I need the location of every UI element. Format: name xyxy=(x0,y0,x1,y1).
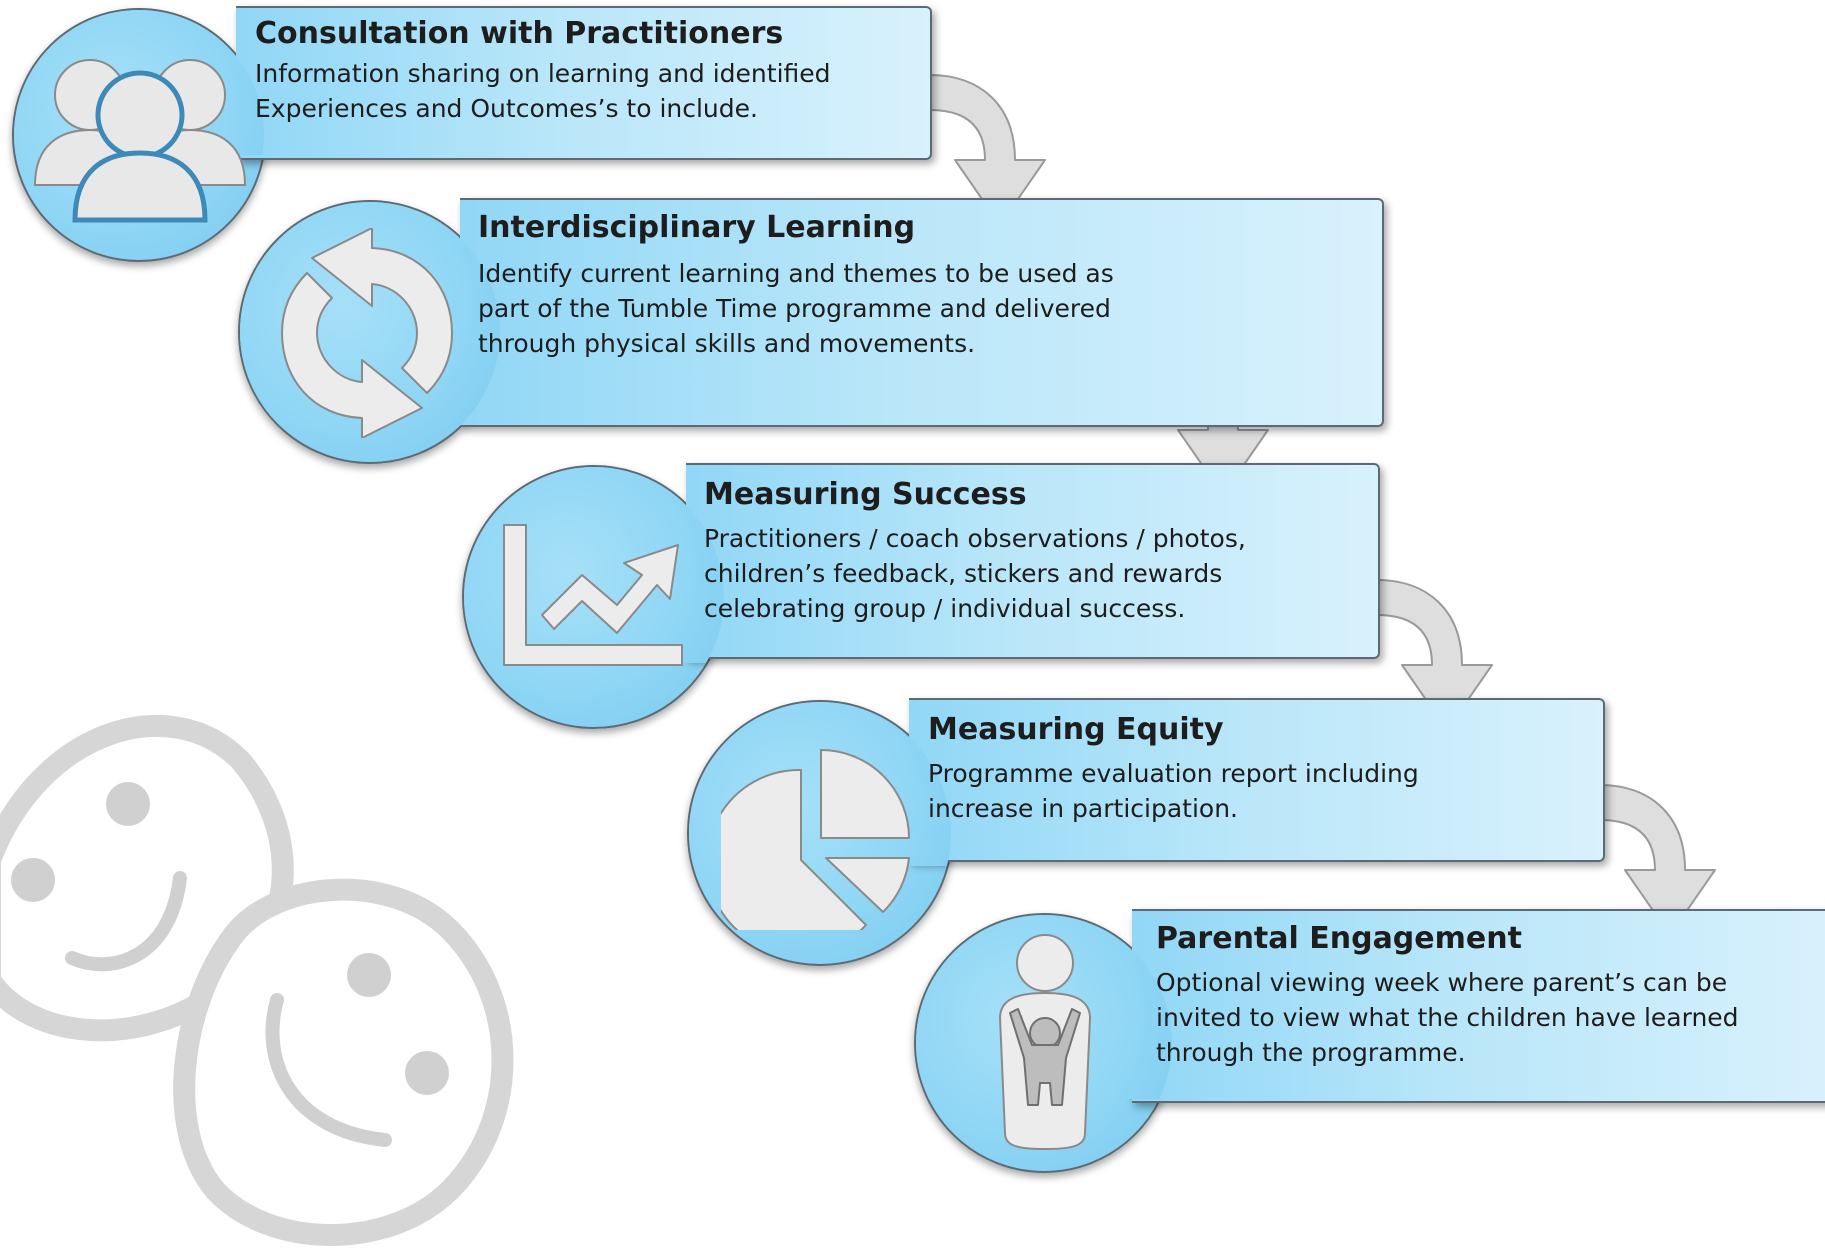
step-box xyxy=(909,698,1605,862)
step-measuring-equity: Measuring Equity Programme evaluation re… xyxy=(683,690,1623,980)
people-icon xyxy=(33,59,247,223)
step-description: Programme evaluation report including in… xyxy=(928,759,1419,823)
step-description: Practitioners / coach observations / pho… xyxy=(704,524,1246,623)
pie-chart-icon xyxy=(721,749,910,930)
step-description: Optional viewing week where parent’s can… xyxy=(1156,968,1739,1067)
step-box xyxy=(460,198,1384,427)
step-title: Measuring Equity xyxy=(928,712,1224,747)
step-title: Parental Engagement xyxy=(1156,921,1522,956)
connector-arrow-1 xyxy=(929,74,1046,226)
smiley-face-icon xyxy=(173,878,514,1246)
step-title: Interdisciplinary Learning xyxy=(478,210,916,245)
step-consultation: Consultation with Practitioners Informat… xyxy=(0,0,940,280)
step-box xyxy=(236,6,932,160)
step-parental-engagement: Parental Engagement Optional viewing wee… xyxy=(910,905,1825,1175)
cycle-arrows-icon xyxy=(281,228,453,438)
step-title: Measuring Success xyxy=(704,477,1027,512)
step-title: Consultation with Practitioners xyxy=(255,16,784,51)
step-box xyxy=(1132,909,1825,1103)
trend-chart-icon xyxy=(503,524,683,666)
step-interdisciplinary: Interdisciplinary Learning Identify curr… xyxy=(230,190,1384,480)
step-box xyxy=(686,463,1380,659)
connector-arrow-3 xyxy=(1376,579,1493,731)
step-description: Information sharing on learning and iden… xyxy=(255,59,831,123)
parent-child-icon xyxy=(999,934,1091,1150)
step-description: Identify current learning and themes to … xyxy=(478,259,1114,358)
connector-arrow-4 xyxy=(1599,784,1716,936)
step-measuring-success: Measuring Success Practitioners / coach … xyxy=(458,455,1398,745)
